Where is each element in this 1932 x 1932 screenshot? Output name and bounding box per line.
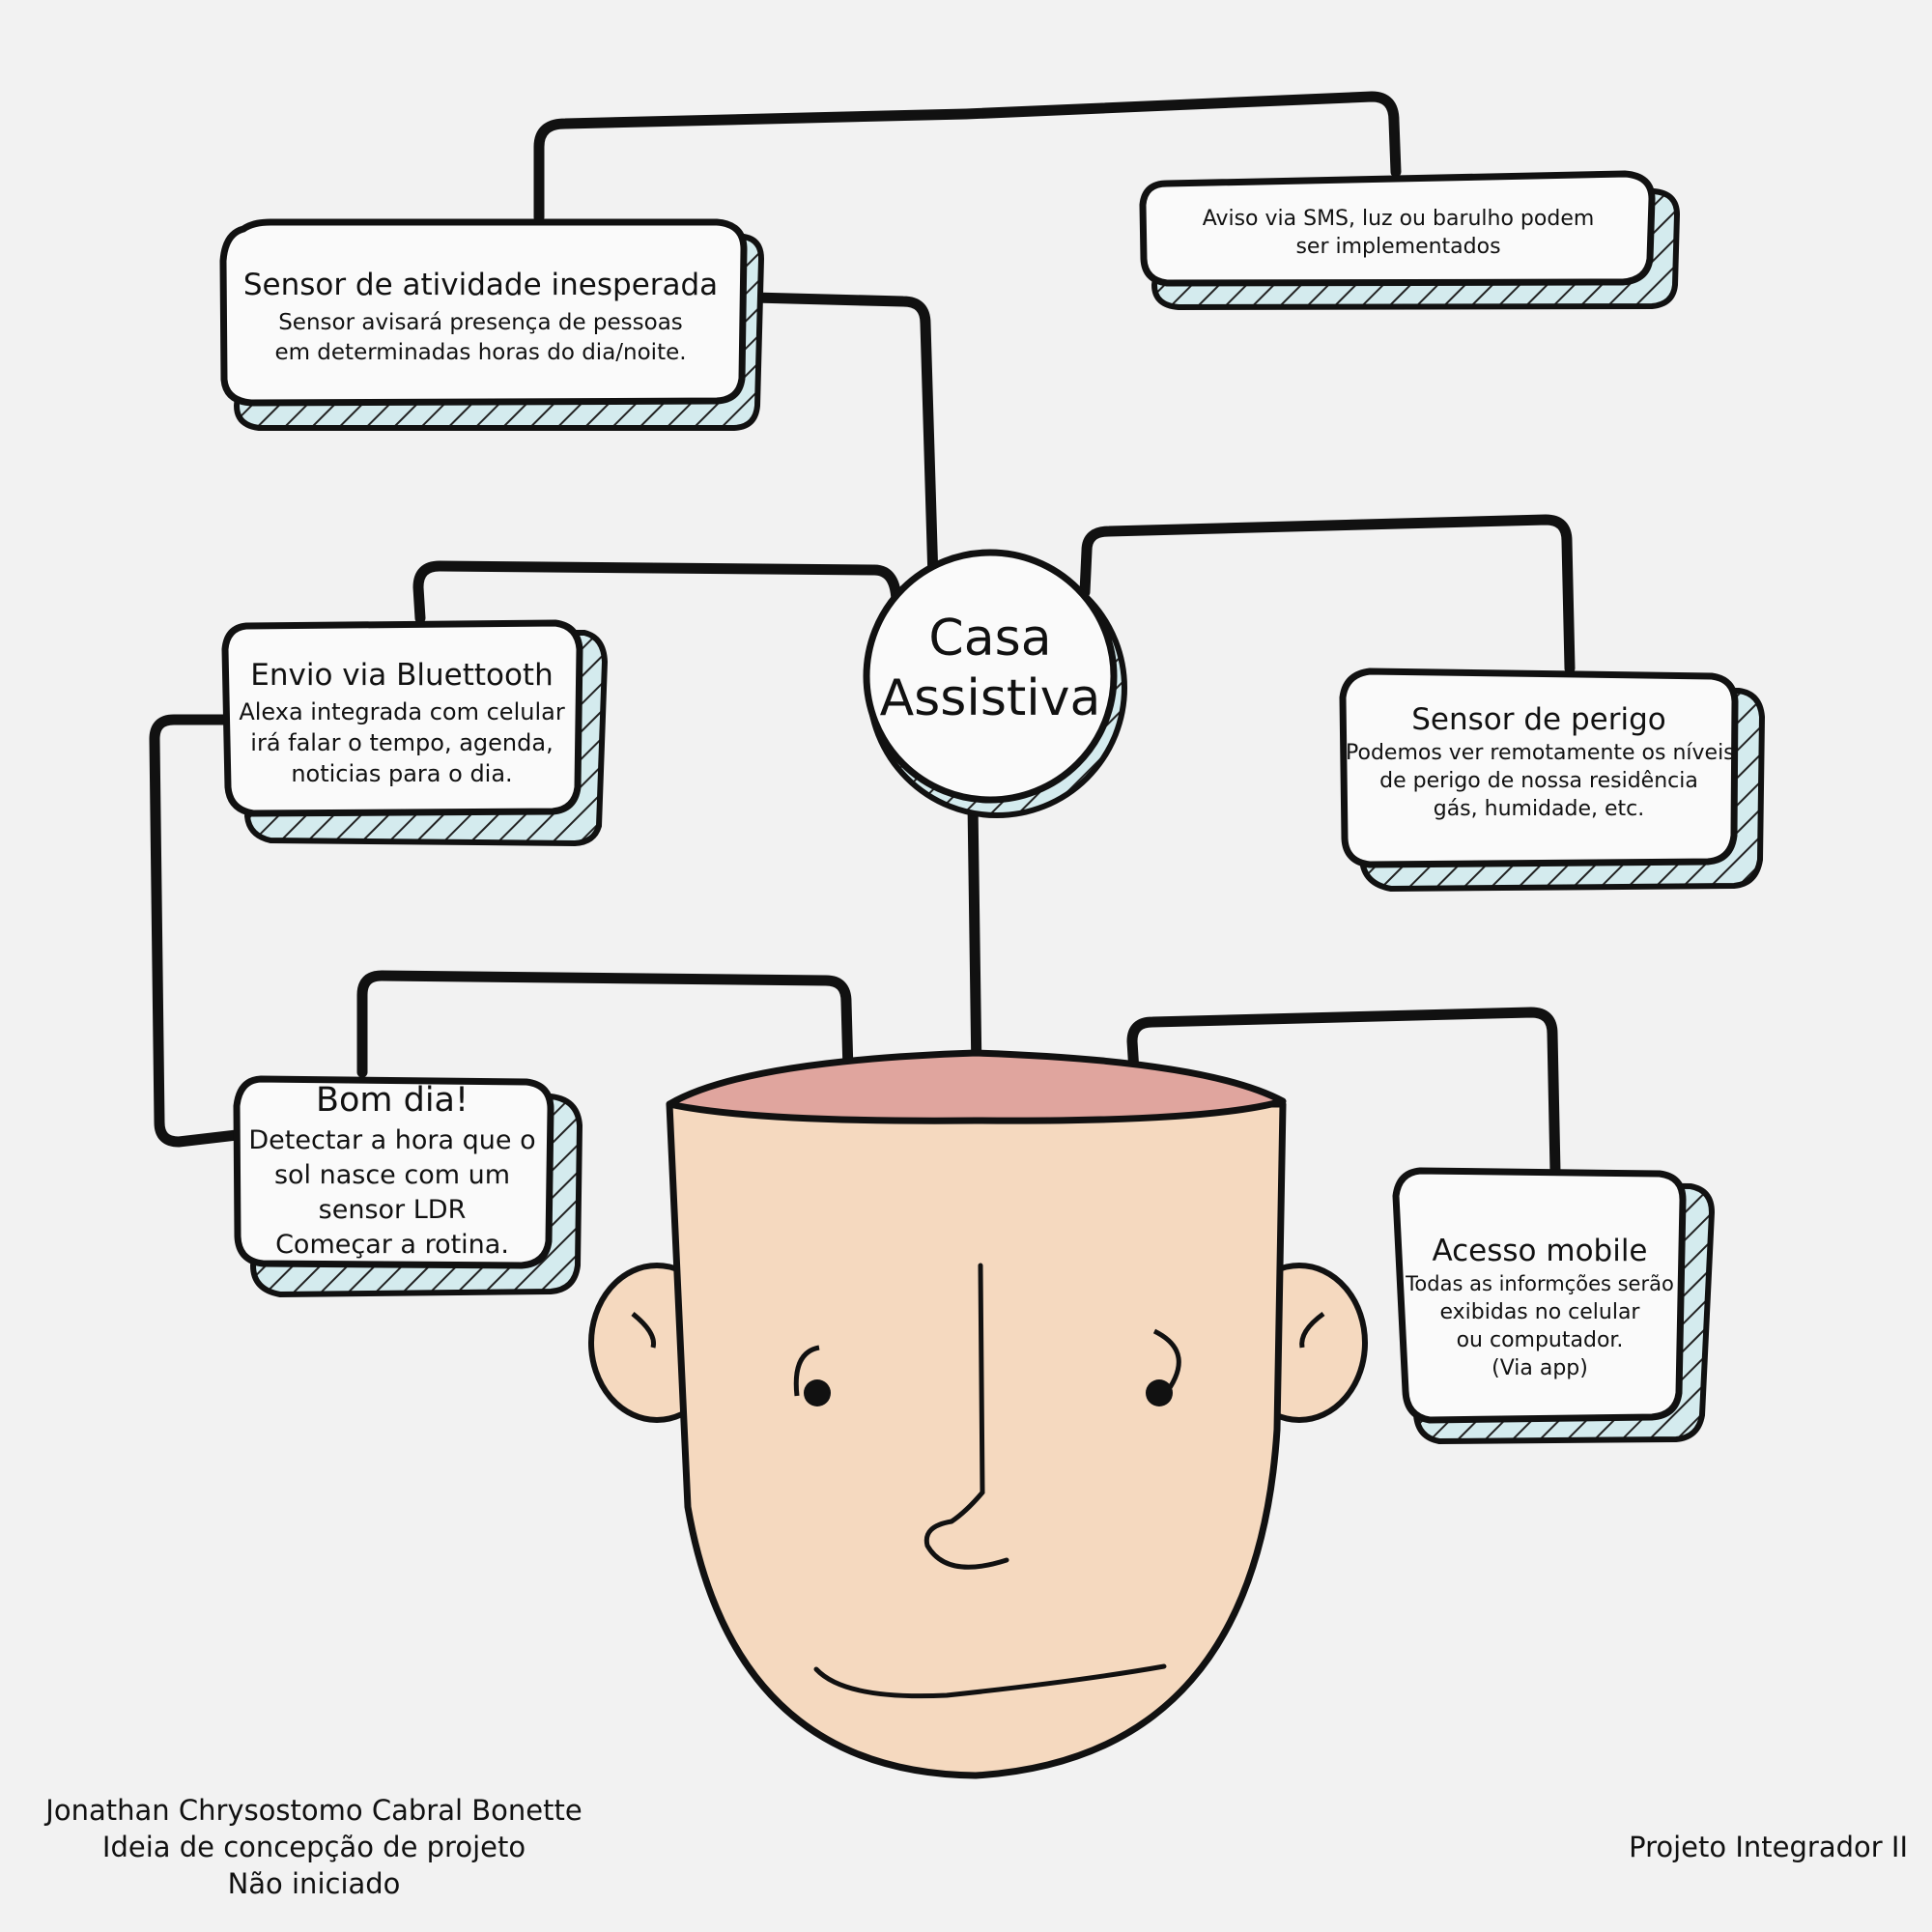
node-body-line: noticias para o dia. <box>291 760 513 787</box>
node-body-line: Aviso via SMS, luz ou barulho podem <box>1202 207 1595 231</box>
connector-center-to-bluetooth <box>412 560 902 624</box>
node-sensor-atividade-box <box>219 218 765 431</box>
node-bluetooth: Envio via Bluettooth Alexa integrada com… <box>228 661 576 789</box>
connector-bomdia-to-head <box>356 970 856 1148</box>
node-body-line: Detectar a hora que o <box>248 1125 536 1155</box>
face <box>666 1100 1287 1779</box>
head-opening <box>666 1049 1287 1124</box>
node-body-line: exibidas no celular <box>1439 1300 1640 1324</box>
node-sensor-atividade: Sensor de atividade inesperada Sensor av… <box>227 270 734 368</box>
node-body-line: de perigo de nossa residência <box>1379 769 1698 793</box>
node-body-line: irá falar o tempo, agenda, <box>250 729 554 756</box>
node-body-line: gás, humidade, etc. <box>1433 797 1645 821</box>
node-body-line: ou computador. <box>1456 1328 1624 1352</box>
node-body-line: Podemos ver remotamente os níveis <box>1346 741 1735 765</box>
mouth <box>813 1663 1167 1699</box>
node-title: Bom dia! <box>315 1081 469 1120</box>
center-node-circle <box>863 549 1127 818</box>
footer-course: Projeto Integrador II <box>1546 1829 1908 1865</box>
node-bom-dia: Bom dia! Detectar a hora que o sol nasce… <box>238 1084 547 1263</box>
node-aviso: Aviso via SMS, luz ou barulho podem ser … <box>1150 205 1647 261</box>
connector-center-to-perigo <box>1079 514 1576 674</box>
node-bluetooth-box <box>221 619 609 847</box>
node-body-line: (Via app) <box>1492 1356 1588 1380</box>
node-body-line: Sensor avisará presença de pessoas <box>278 310 683 335</box>
node-body-line: Alexa integrada com celular <box>239 698 565 725</box>
node-body-line: sensor LDR <box>318 1195 467 1225</box>
node-sensor-perigo: Sensor de perigo Podemos ver remotamente… <box>1346 702 1735 823</box>
project-description: Ideia de concepção de projeto <box>101 1831 526 1863</box>
footer-author-block: Jonathan Chrysostomo Cabral Bonette Idei… <box>29 1792 599 1902</box>
node-perigo-box <box>1339 668 1766 893</box>
center-node-label: Casa Assistiva <box>865 609 1116 728</box>
node-body-line: sol nasce com um <box>273 1160 511 1190</box>
center-label-line-2: Assistiva <box>879 669 1101 727</box>
project-status: Não iniciado <box>227 1867 401 1900</box>
head-illustration <box>588 1049 1368 1779</box>
connector-mobile-to-head <box>1126 1007 1561 1178</box>
node-acesso-mobile: Acesso mobile Todas as informções serão … <box>1399 1236 1681 1382</box>
connectors <box>149 91 1576 1178</box>
node-title: Acesso mobile <box>1432 1234 1648 1268</box>
node-body-line: ser implementados <box>1295 235 1501 259</box>
nose <box>923 1263 1009 1570</box>
node-mobile-box <box>1392 1167 1716 1445</box>
course-name: Projeto Integrador II <box>1629 1831 1908 1863</box>
connector-sensor-to-aviso <box>533 91 1402 223</box>
node-body-line: Todas as informções serão <box>1406 1272 1674 1295</box>
node-bomdia-box <box>233 1075 583 1298</box>
node-body-line: Começar a rotina. <box>275 1230 509 1260</box>
connector-center-to-sensor <box>748 292 939 585</box>
node-aviso-box <box>1139 170 1681 311</box>
left-eye <box>804 1379 831 1406</box>
node-title: Sensor de perigo <box>1411 702 1666 737</box>
connector-bluetooth-to-bomdia <box>149 714 245 1148</box>
left-eyebrow <box>793 1345 820 1397</box>
author-name: Jonathan Chrysostomo Cabral Bonette <box>45 1794 582 1827</box>
node-title: Envio via Bluettooth <box>250 658 554 693</box>
node-title: Sensor de atividade inesperada <box>242 268 719 302</box>
node-body-line: em determinadas horas do dia/noite. <box>274 340 687 365</box>
right-eye <box>1146 1379 1173 1406</box>
center-label-line-1: Casa <box>928 610 1052 668</box>
